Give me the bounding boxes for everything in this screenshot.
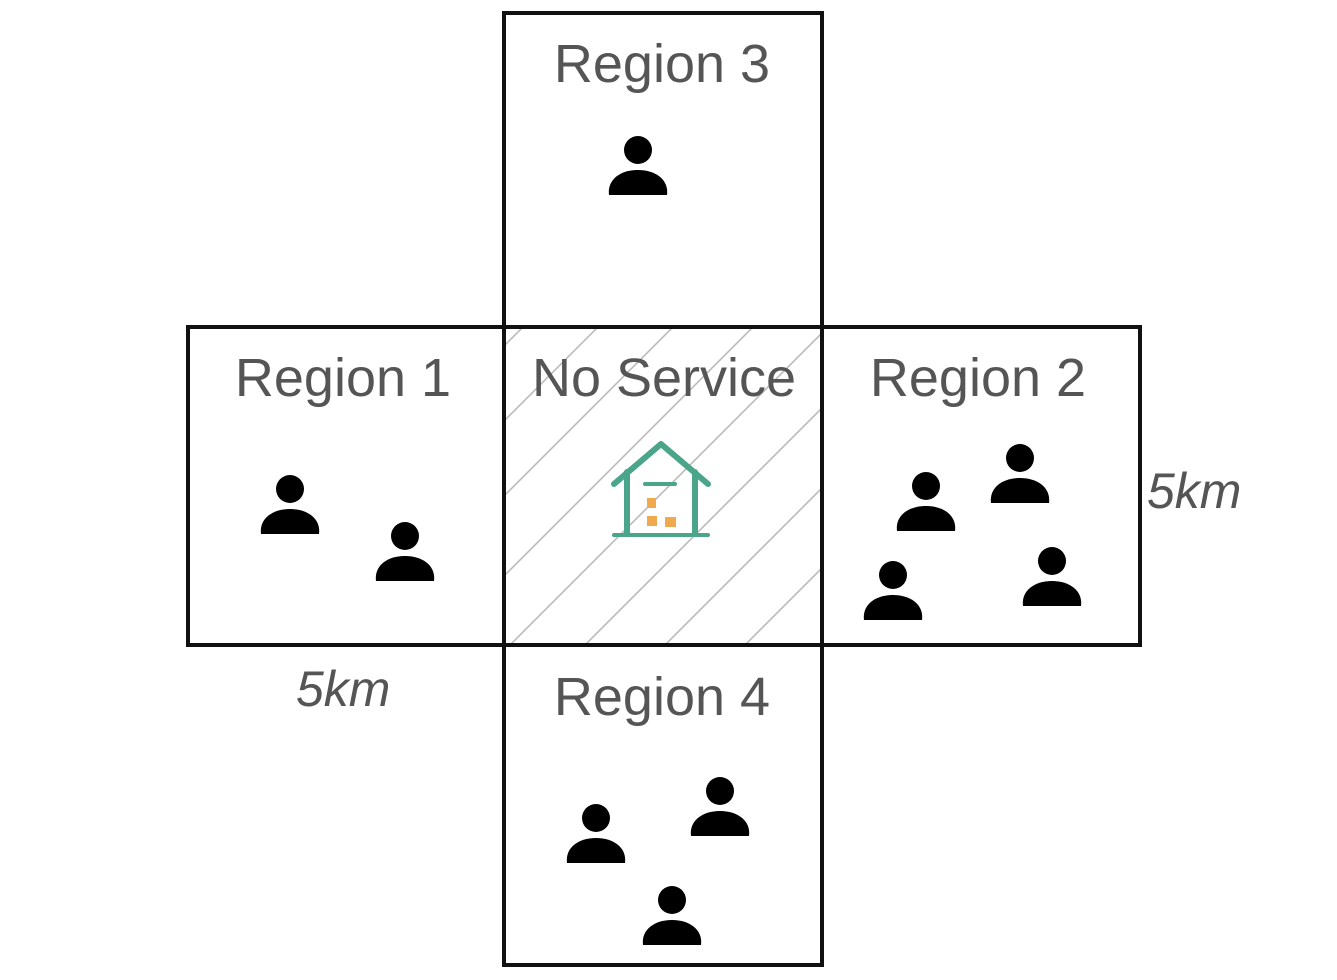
region-1-label: Region 1: [235, 348, 451, 408]
no-service-hatch: [505, 328, 822, 646]
person-icon: [1022, 547, 1082, 606]
person-icon: [375, 522, 435, 581]
region-2-cell: [820, 325, 1142, 647]
person-icon: [990, 444, 1050, 503]
no-service-label: No Service: [532, 348, 796, 408]
region-4-cell: [502, 643, 824, 967]
person-icon: [608, 136, 668, 195]
region-2-label: Region 2: [870, 348, 1086, 408]
height-dimension-label: 5km: [1147, 463, 1241, 519]
warehouse-icon: [611, 441, 711, 537]
person-icon: [566, 804, 626, 863]
person-icon: [863, 561, 923, 620]
width-dimension-label: 5km: [296, 661, 390, 717]
person-icon: [690, 777, 750, 836]
region-4-label: Region 4: [554, 667, 770, 727]
person-icon: [896, 472, 956, 531]
person-icon: [642, 886, 702, 945]
person-icon: [260, 475, 320, 534]
region-3-label: Region 3: [554, 34, 770, 94]
